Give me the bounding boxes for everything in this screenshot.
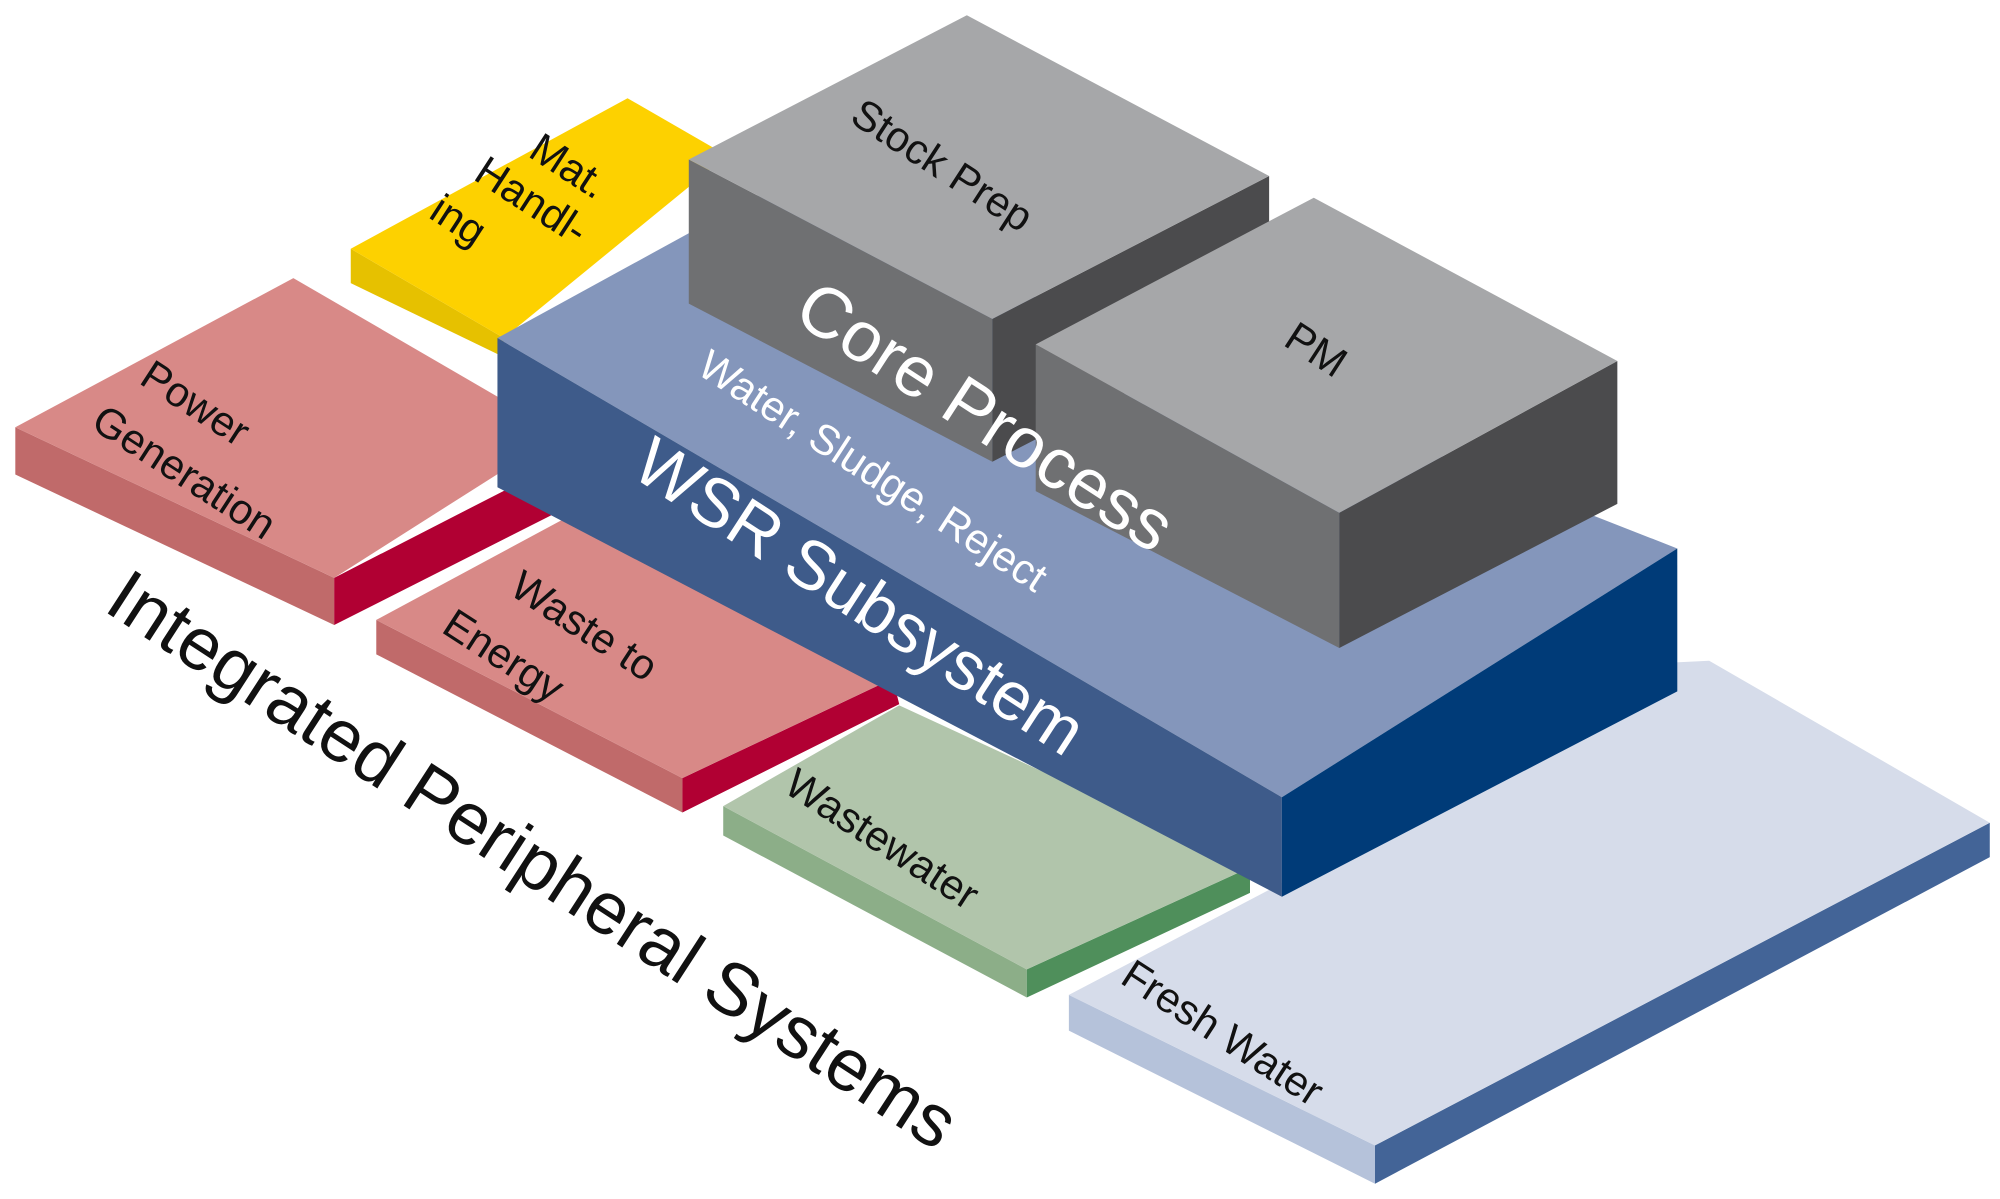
- pm-right: [1339, 360, 1618, 648]
- pm-front: [1035, 344, 1340, 648]
- mat-handling-block[interactable]: Mat. Handl- ing: [350, 98, 728, 358]
- wastewater-top: [723, 705, 1250, 970]
- fresh-water-side-right: [1375, 822, 1990, 1184]
- wsr-front: [497, 338, 1282, 897]
- power-generation-side-right: [334, 474, 562, 626]
- pm-top: [1035, 197, 1618, 513]
- wastewater-side-left: [723, 806, 1027, 998]
- waste-to-energy-block[interactable]: Waste to Energy: [376, 520, 900, 813]
- power-generation-top: [15, 278, 562, 578]
- power-generation-side-left: [15, 427, 335, 626]
- fresh-water-side-left: [1068, 994, 1375, 1184]
- fresh-water-top: [1068, 660, 1990, 1146]
- waste-to-energy-top: [376, 520, 893, 779]
- wsr-right: [1281, 548, 1678, 897]
- wastewater-side-right: [1026, 867, 1250, 998]
- stock-prep-front: [688, 159, 993, 462]
- mat-handling-side: [350, 248, 504, 358]
- fresh-water-block[interactable]: Fresh Water: [1068, 660, 1990, 1184]
- pm-block[interactable]: PM: [1035, 197, 1618, 648]
- power-generation-block[interactable]: Power Generation: [15, 278, 562, 626]
- stock-prep-top: [688, 15, 1270, 319]
- waste-to-energy-side-left: [376, 619, 683, 813]
- mat-handling-top: [350, 98, 728, 339]
- waste-to-energy-side-right: [682, 678, 900, 813]
